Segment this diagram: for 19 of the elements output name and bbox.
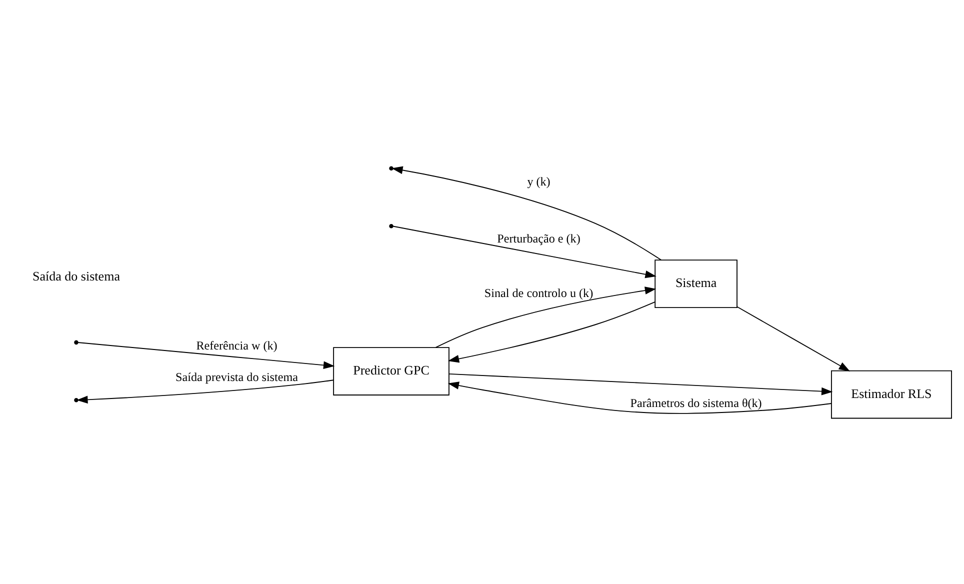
edge-label: Saída prevista do sistema bbox=[176, 369, 298, 384]
arrow bbox=[435, 286, 656, 348]
edge-label: Sinal de controlo u (k) bbox=[484, 286, 594, 300]
arrow bbox=[448, 372, 833, 395]
arrow bbox=[78, 342, 335, 369]
label: Saída do sistema bbox=[32, 268, 120, 284]
edge-label: Perturbação e (k) bbox=[497, 230, 580, 245]
node-box: Sistema bbox=[654, 259, 738, 308]
edge-label: y (k) bbox=[527, 174, 550, 188]
arrow bbox=[448, 381, 832, 414]
edge-label: Referência w (k) bbox=[196, 338, 278, 352]
node-box: Predictor GPC bbox=[333, 346, 450, 395]
arrow bbox=[392, 166, 662, 260]
arrow bbox=[76, 379, 334, 404]
arrow bbox=[736, 306, 850, 371]
arrow bbox=[448, 301, 656, 362]
node-box: Estimador RLS bbox=[831, 370, 952, 418]
arrow bbox=[392, 225, 656, 278]
edge-label: Parâmetros do sistema θ(k) bbox=[630, 396, 762, 410]
